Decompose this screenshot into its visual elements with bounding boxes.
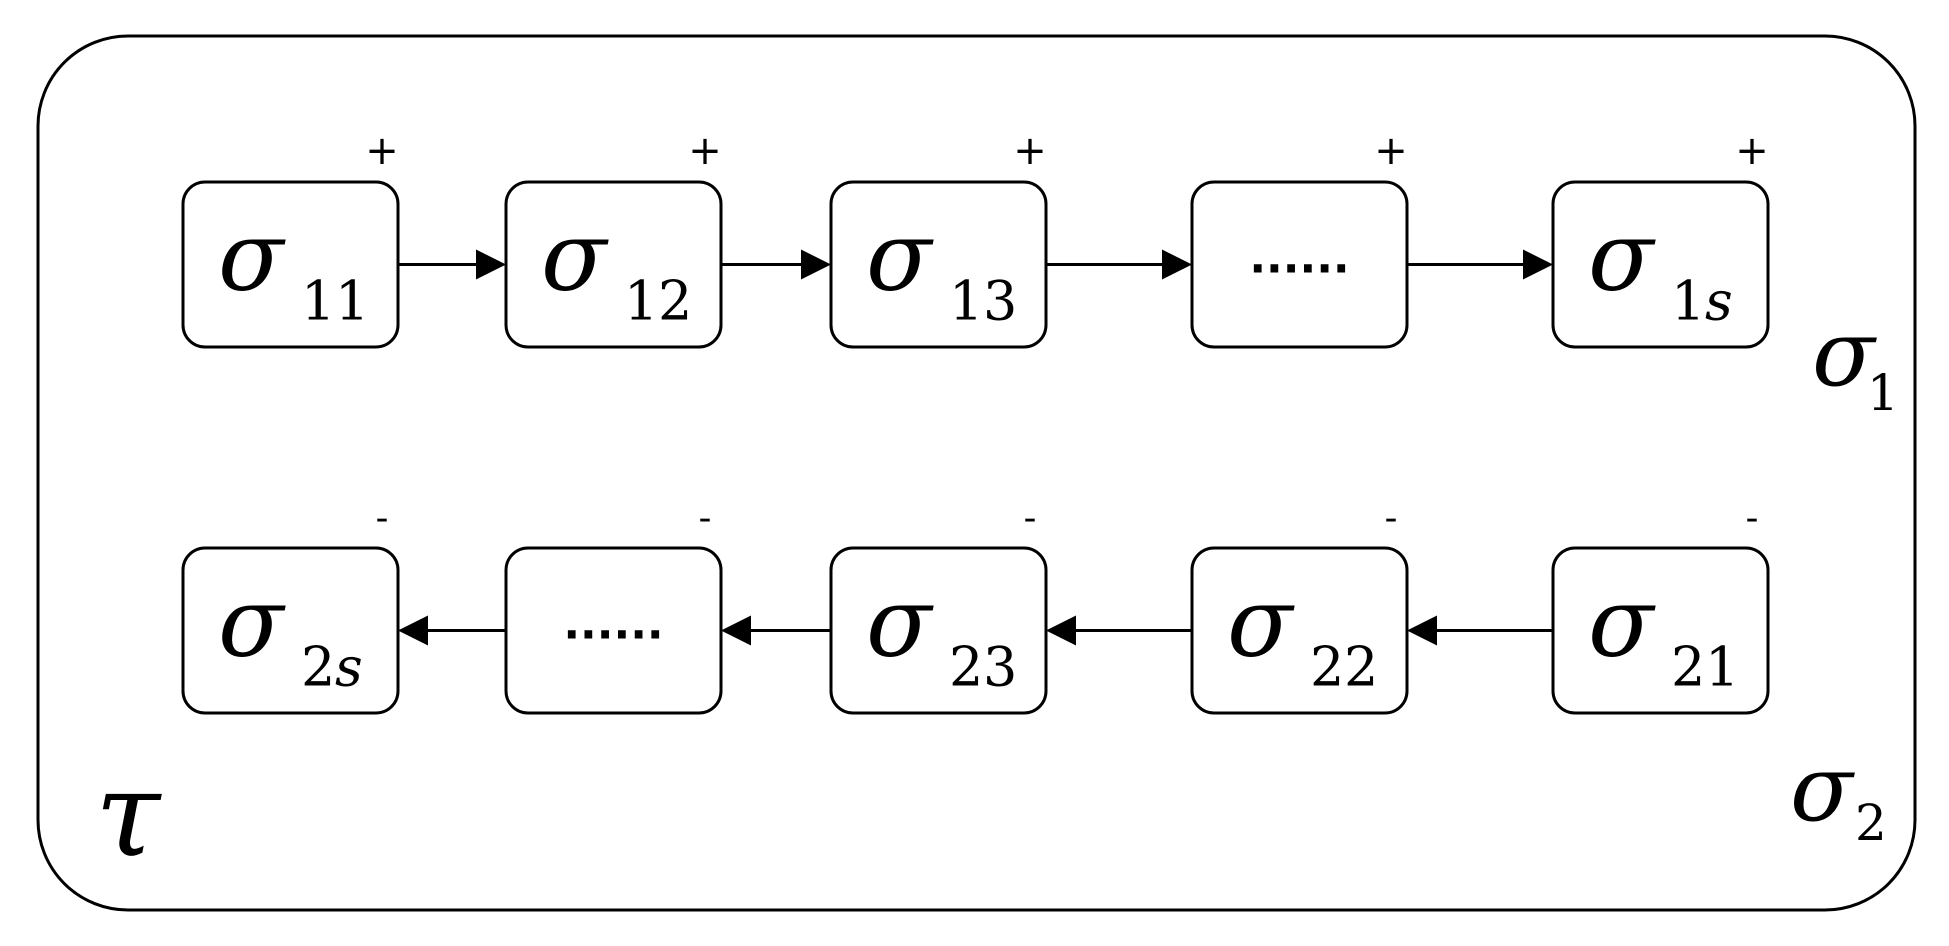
row-label-sigma-2-sub: 2 (1855, 794, 1887, 852)
state-node-subscript-row: 2 (1310, 636, 1344, 699)
state-node-sign: - (376, 498, 389, 539)
state-node-symbol: σ (866, 567, 934, 679)
arrow-connector (1407, 249, 1553, 280)
row-label-sigma-1: σ 1 (1812, 300, 1899, 422)
state-node-box (829, 180, 1048, 349)
state-node-sign: + (1735, 128, 1769, 174)
arrow-head (721, 615, 751, 646)
state-node-ellipsis: ...... (563, 599, 663, 650)
state-node-subscript-row: 2 (949, 636, 983, 699)
state-node-subscript-index: 3 (983, 270, 1017, 333)
state-node-box (504, 546, 723, 715)
row-label-sigma-1-sub: 1 (1867, 364, 1899, 422)
state-node-subscript-row: 1 (949, 270, 983, 333)
arrow-head (801, 249, 831, 280)
state-node-subscript-index: s (1705, 270, 1733, 333)
state-node-sign: - (1746, 498, 1759, 539)
state-node-subscript-row: 1 (1671, 270, 1705, 333)
arrow-head (1407, 615, 1437, 646)
arrow-head (398, 615, 428, 646)
frame-label-tau: τ (95, 745, 162, 883)
state-node-subscript-index: 2 (1344, 636, 1378, 699)
state-node-ellipsis: ...... (1249, 233, 1349, 284)
row-label-sigma-2: σ 2 (1790, 735, 1887, 852)
state-node-subscript-index: 1 (335, 270, 369, 333)
state-node-subscript-index: s (335, 636, 363, 699)
arrow-connector (398, 615, 506, 646)
arrow-head (1046, 615, 1076, 646)
state-node-symbol: σ (1227, 567, 1295, 679)
state-node-subscript-row: 2 (301, 636, 335, 699)
state-node-symbol: σ (218, 567, 286, 679)
state-node-sign: + (365, 128, 399, 174)
state-node-box (1190, 546, 1409, 715)
state-node-symbol: σ (1588, 567, 1656, 679)
state-node-subscript-row: 1 (301, 270, 335, 333)
arrow-head (1162, 249, 1192, 280)
state-node-sign: + (1013, 128, 1047, 174)
arrow-head (1523, 249, 1553, 280)
state-node-box (1190, 180, 1409, 349)
state-node-symbol: σ (1588, 201, 1656, 313)
state-node-box (181, 180, 400, 349)
state-node-symbol: σ (541, 201, 609, 313)
state-node-sign: - (1024, 498, 1037, 539)
state-node-sign: + (1374, 128, 1408, 174)
state-node-subscript-index: 3 (983, 636, 1017, 699)
state-node-sign: - (1385, 498, 1398, 539)
state-node: +...... (1190, 128, 1409, 349)
arrow-connector (1407, 615, 1553, 646)
state-node-sign: + (688, 128, 722, 174)
state-node-box (181, 546, 400, 715)
state-node-symbol: σ (866, 201, 934, 313)
state-node-sign: - (699, 498, 712, 539)
state-node-subscript-index: 1 (1705, 636, 1739, 699)
state-node-box (504, 180, 723, 349)
arrow-head (476, 249, 506, 280)
state-node-box (829, 546, 1048, 715)
state-node-subscript-row: 2 (1671, 636, 1705, 699)
arrow-connector (721, 249, 831, 280)
state-node-subscript-row: 1 (624, 270, 658, 333)
row-label-sigma-1-main: σ (1812, 300, 1877, 407)
state-node-symbol: σ (218, 201, 286, 313)
state-node-box (1551, 180, 1770, 349)
row-label-sigma-2-main: σ (1790, 735, 1855, 842)
arrow-connector (1046, 249, 1192, 280)
state-node-box (1551, 546, 1770, 715)
arrow-connector (1046, 615, 1192, 646)
state-node: -...... (504, 498, 723, 715)
outer-frame (36, 34, 1917, 912)
arrow-connector (398, 249, 506, 280)
state-node-subscript-index: 2 (658, 270, 692, 333)
arrow-connector (721, 615, 831, 646)
